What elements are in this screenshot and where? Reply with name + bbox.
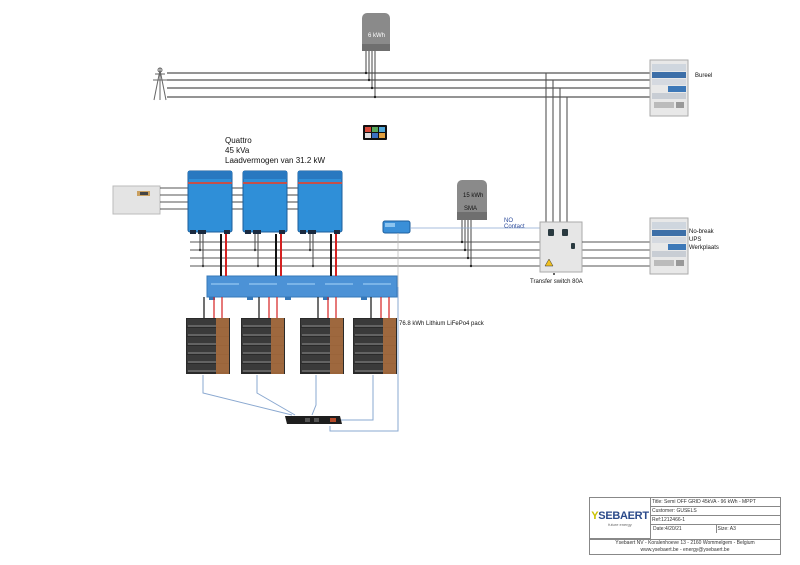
battery-module [187, 364, 229, 372]
company-contact: www.ysebaert.be - energy@ysebaert.be [640, 547, 730, 553]
battery-module [354, 355, 396, 363]
battery-module [354, 328, 396, 336]
battery-rack [241, 297, 285, 374]
battery-module [354, 319, 396, 327]
battery-pack-label: 76.8 kWh Lithium LiFePo4 pack [399, 321, 484, 327]
battery-module [354, 364, 396, 372]
bus-to-transfer-switch [545, 73, 568, 226]
battery-racks [186, 297, 397, 374]
company-logo: YSEBAERT future energy [590, 498, 651, 539]
battery-busbar [271, 318, 284, 374]
power-pylon-icon [153, 67, 167, 101]
quattro-inverter [297, 170, 343, 268]
battery-module [242, 346, 284, 354]
company-address: Ysebaert NV - Koralenhoeve 13 - 2160 Wom… [615, 540, 755, 546]
drawing-size: Size: A3 [717, 526, 736, 532]
quattro-inverter [242, 170, 288, 268]
sma-meter-label-line1: 15 kWh [463, 193, 483, 199]
grid-bus [167, 72, 650, 98]
battery-rack [353, 297, 397, 374]
lynx-module [211, 283, 239, 285]
drawing-title: Title: Semi OFF GRID 45kVA - 96 kWh - MP… [651, 498, 780, 507]
panel-ups-label: UPS [689, 237, 702, 243]
battery-module [301, 319, 343, 327]
ac-input-lines [160, 187, 298, 210]
lynx-distributor [206, 275, 398, 300]
distribution-panel-bureel [649, 59, 689, 117]
battery-rack [186, 297, 230, 374]
no-contact-label-line1: NO [504, 218, 513, 224]
panel-bureel-label: Bureel [695, 73, 713, 79]
battery-module [187, 319, 229, 327]
battery-rack [300, 297, 344, 374]
drawing-ref: Ref:1212466-1 [651, 516, 780, 525]
bms-communication-lines [202, 287, 399, 432]
gx-touch-display [363, 125, 387, 140]
lynx-module [287, 283, 315, 285]
company-tagline: future energy [608, 521, 632, 527]
quattro-inverter [187, 170, 233, 268]
battery-module [187, 355, 229, 363]
battery-module [354, 337, 396, 345]
grid-energy-meter [362, 13, 390, 99]
battery-module [242, 364, 284, 372]
dc-cables [220, 234, 337, 276]
no-contact-label-line2: Contact [504, 224, 525, 230]
battery-module [242, 328, 284, 336]
grid-meter-label: 6 kWh [368, 33, 385, 39]
panel-werkplaats-label: Werkplaats [689, 245, 719, 251]
battery-busbar [383, 318, 396, 374]
battery-busbar [216, 318, 229, 374]
quattro-charge-power: Laadvermogen van 31.2 kW [225, 156, 326, 165]
battery-module [301, 328, 343, 336]
panel-nobreak-label: No-break [689, 229, 714, 235]
battery-module [301, 337, 343, 345]
lynx-module [249, 283, 277, 285]
drawing-date: Date:4/20/21 [652, 525, 717, 533]
distribution-panel-werkplaats [649, 217, 689, 275]
lynx-module [325, 283, 353, 285]
lynx-module [363, 283, 391, 285]
battery-module [301, 364, 343, 372]
battery-module [242, 355, 284, 363]
battery-busbar [330, 318, 343, 374]
quattro-title: Quattro [225, 136, 252, 145]
battery-management-system [285, 416, 342, 424]
title-block: YSEBAERT future energy Title: Semi OFF G… [589, 497, 781, 555]
quattro-power: 45 kVa [225, 146, 250, 155]
battery-module [301, 355, 343, 363]
battery-module [187, 346, 229, 354]
battery-module [187, 328, 229, 336]
sma-meter-label-line2: SMA [464, 206, 477, 212]
transfer-switch-label: Transfer switch 80A [530, 279, 583, 285]
battery-module [242, 337, 284, 345]
transfer-switch [539, 221, 583, 275]
battery-module [301, 346, 343, 354]
battery-module [242, 319, 284, 327]
battery-module [187, 337, 229, 345]
battery-module [354, 346, 396, 354]
drawing-customer: Customer: GUSELS [651, 507, 780, 516]
lynx-bar [206, 275, 398, 298]
sma-energy-meter [457, 180, 487, 268]
quattro-inverters [187, 170, 343, 268]
ac-input-enclosure [112, 185, 161, 215]
